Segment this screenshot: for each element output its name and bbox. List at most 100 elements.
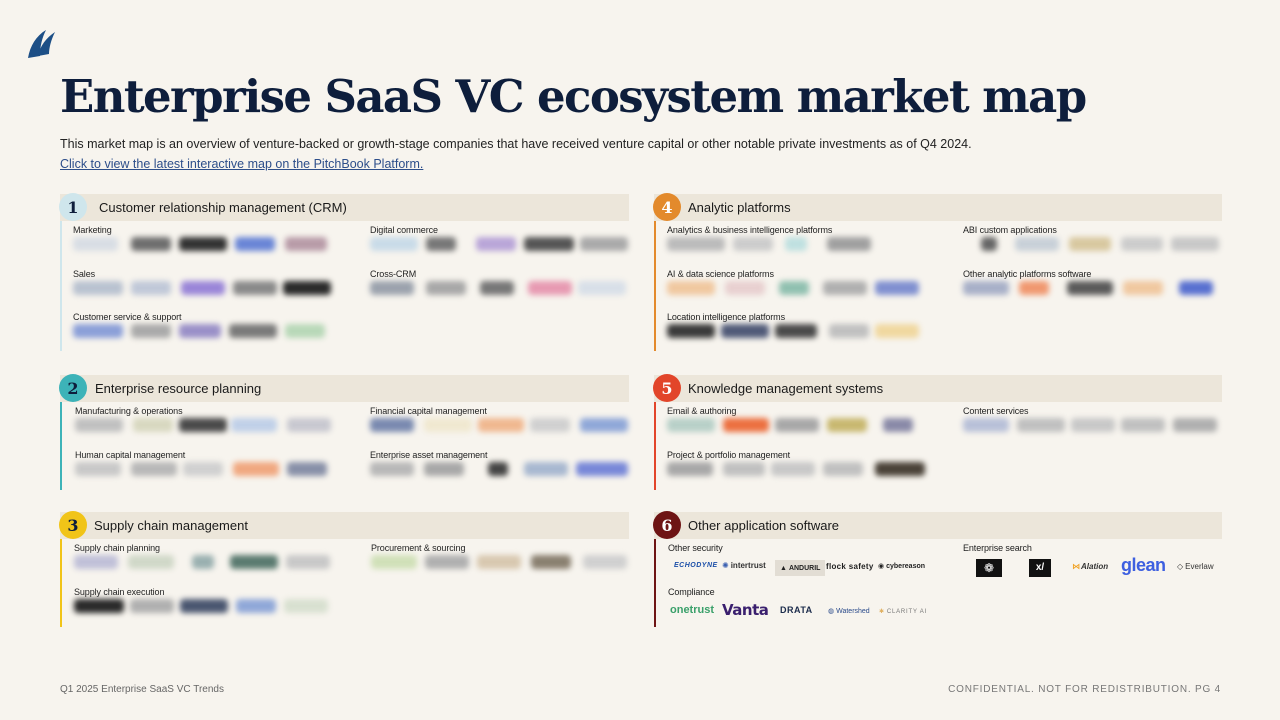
- section-title: Customer relationship management (CRM): [99, 200, 347, 215]
- category-label: Enterprise search: [963, 543, 1032, 553]
- section-header: [60, 375, 629, 402]
- everlaw-mark-icon: ◇: [1177, 562, 1184, 571]
- category-label: Other analytic platforms software: [963, 269, 1092, 279]
- section-divider: [654, 539, 656, 627]
- category-label: ABI custom applications: [963, 225, 1057, 235]
- section-header: [654, 375, 1222, 402]
- category-other-analytic: Other analytic platforms software: [963, 269, 1213, 295]
- echodyne-logo: ECHODYNE: [674, 562, 718, 569]
- category-compliance: Compliance: [668, 587, 715, 597]
- section-header: [60, 194, 629, 221]
- section-title: Enterprise resource planning: [95, 381, 262, 396]
- section-title: Analytic platforms: [688, 200, 791, 215]
- anduril-mark-icon: ▲: [780, 564, 787, 572]
- section-number-badge: 2: [59, 374, 87, 402]
- category-label: Compliance: [668, 587, 715, 597]
- clarity-ai-logo: ✱CLARITY AI: [879, 608, 928, 616]
- section-title: Other application software: [688, 518, 840, 533]
- category-label: Marketing: [73, 225, 112, 235]
- intertrust-mark-icon: ✺: [722, 561, 729, 570]
- category-label: Digital commerce: [370, 225, 438, 235]
- drata-logo: DRATA: [780, 605, 813, 615]
- pitchbook-logo: [28, 30, 55, 58]
- category-enterprise-search: Enterprise search: [963, 543, 1032, 553]
- section-crm: 1 Customer relationship management (CRM)…: [59, 193, 629, 354]
- section-knowledge-management: 5 Knowledge management systems Email & a…: [653, 374, 1222, 490]
- everlaw-logo: ◇Everlaw: [1177, 562, 1214, 571]
- section-divider: [60, 221, 62, 351]
- category-procurement: Procurement & sourcing: [371, 543, 627, 569]
- section-number-badge: 1: [59, 193, 87, 221]
- cybereason-logo: ◉cybereason: [878, 562, 926, 571]
- category-customer-service: Customer service & support: [73, 312, 325, 338]
- category-supply-chain-planning: Supply chain planning: [74, 543, 330, 569]
- category-enterprise-asset: Enterprise asset management: [370, 450, 628, 476]
- category-label: Location intelligence platforms: [667, 312, 785, 322]
- category-analytics-bi: Analytics & business intelligence platfo…: [667, 225, 871, 251]
- clarity-mark-icon: ✱: [879, 609, 885, 615]
- category-project-portfolio: Project & portfolio management: [667, 450, 925, 476]
- category-digital-commerce: Digital commerce: [370, 225, 628, 251]
- xai-logo: x/: [1029, 559, 1051, 577]
- section-number-badge: 4: [653, 193, 681, 221]
- category-email-authoring: Email & authoring: [667, 406, 913, 432]
- category-label: Email & authoring: [667, 406, 737, 416]
- alation-logo: ⋈Alation: [1072, 562, 1109, 571]
- watershed-logo: ◍Watershed: [828, 607, 870, 616]
- category-location-intelligence: Location intelligence platforms: [667, 312, 919, 338]
- section-header: [60, 512, 629, 539]
- category-sales: Sales: [73, 269, 331, 295]
- category-marketing: Marketing: [73, 225, 327, 251]
- category-manufacturing: Manufacturing & operations: [75, 406, 331, 432]
- vanta-logo: Vanta: [722, 601, 769, 619]
- alation-mark-icon: ⋈: [1072, 562, 1080, 571]
- section-title: Supply chain management: [94, 518, 248, 533]
- section-divider: [654, 402, 656, 490]
- anduril-logo: ▲ANDURIL: [775, 560, 826, 576]
- category-label: Manufacturing & operations: [75, 406, 183, 416]
- category-content-services: Content services: [963, 406, 1217, 432]
- intertrust-logo: ✺intertrust: [722, 561, 766, 570]
- section-other-application: 6 Other application software Other secur…: [653, 511, 1222, 627]
- section-analytic-platforms: 4 Analytic platforms Analytics & busines…: [653, 193, 1222, 354]
- footer-confidential: CONFIDENTIAL. NOT FOR REDISTRIBUTION. PG…: [948, 684, 1221, 695]
- category-label: Project & portfolio management: [667, 450, 791, 460]
- category-other-security: Other security: [668, 543, 723, 553]
- section-supply-chain: 3 Supply chain management Supply chain p…: [59, 511, 629, 627]
- openai-mark-icon: ❁: [983, 561, 995, 575]
- interactive-map-link[interactable]: Click to view the latest interactive map…: [60, 157, 424, 171]
- category-cross-crm: Cross-CRM: [370, 269, 626, 295]
- category-ai-data-science: AI & data science platforms: [667, 269, 919, 295]
- category-supply-chain-execution: Supply chain execution: [74, 587, 328, 613]
- category-label: Customer service & support: [73, 312, 182, 322]
- flock-safety-logo: flock safety: [826, 562, 874, 571]
- section-divider: [60, 539, 62, 627]
- category-label: Other security: [668, 543, 723, 553]
- category-label: Financial capital management: [370, 406, 487, 416]
- openai-logo: ❁: [976, 559, 1002, 577]
- section-number-badge: 3: [59, 511, 87, 539]
- footer-report-name: Q1 2025 Enterprise SaaS VC Trends: [60, 684, 224, 695]
- section-title: Knowledge management systems: [688, 381, 884, 396]
- xai-mark-icon: x/: [1035, 562, 1045, 573]
- page-subtitle: This market map is an overview of ventur…: [60, 137, 972, 151]
- category-label: Enterprise asset management: [370, 450, 488, 460]
- category-label: Supply chain execution: [74, 587, 165, 597]
- glean-logo: glean: [1121, 555, 1166, 575]
- category-label: Analytics & business intelligence platfo…: [667, 225, 833, 235]
- category-financial-capital: Financial capital management: [370, 406, 628, 432]
- category-label: Content services: [963, 406, 1029, 416]
- section-divider: [654, 221, 656, 351]
- section-number-badge: 6: [653, 511, 681, 539]
- category-label: Cross-CRM: [370, 269, 417, 279]
- section-header: [654, 512, 1222, 539]
- category-label: Human capital management: [75, 450, 186, 460]
- category-abi-custom: ABI custom applications: [963, 225, 1219, 251]
- section-header: [654, 194, 1222, 221]
- watershed-mark-icon: ◍: [828, 608, 835, 615]
- category-label: AI & data science platforms: [667, 269, 774, 279]
- category-label: Procurement & sourcing: [371, 543, 466, 553]
- section-number-badge: 5: [653, 374, 681, 402]
- page-title: Enterprise SaaS VC ecosystem market map: [60, 70, 1087, 123]
- category-label: Supply chain planning: [74, 543, 160, 553]
